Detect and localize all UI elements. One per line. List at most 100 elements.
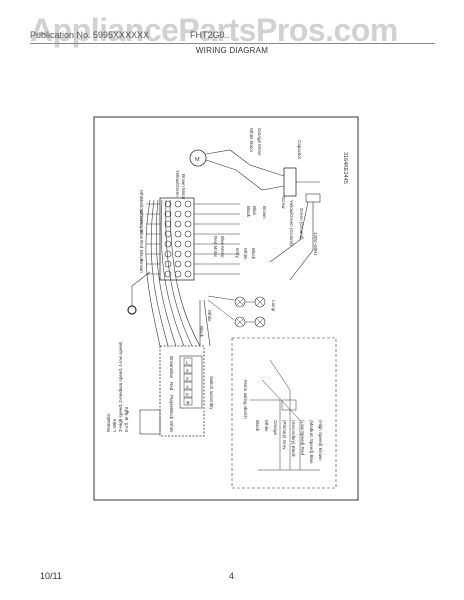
terminal-screw — [184, 220, 192, 228]
black-label: Black — [246, 206, 251, 218]
terminal-screw — [174, 210, 182, 218]
terminal-screw — [164, 250, 172, 258]
terminal-screw — [174, 240, 182, 248]
red-motor-label: Red Motor — [213, 236, 218, 258]
ivory-label: Ivory — [235, 248, 240, 259]
orange-motor-label: Orange Motor — [257, 128, 262, 156]
motor-sketch-title: Motor wiring sketch — [243, 380, 248, 419]
switch-terminal-label: 1 — [186, 384, 189, 389]
capacitor-label: Capacitor — [297, 140, 302, 160]
motor-sketch-label: (Secondary) Black — [291, 420, 296, 458]
terminal-screw — [164, 210, 172, 218]
lamp-label: Lamp — [271, 300, 276, 312]
switch-terminal — [183, 357, 193, 366]
blue-label: Blue — [252, 206, 257, 216]
terminal-screw — [174, 220, 182, 228]
motor-sketch-label: (High Speed) Brown — [318, 420, 323, 461]
terminal-screw — [184, 250, 192, 258]
switch-assembly-label: Switch assembly — [209, 376, 214, 410]
switch-wire-label: Red — [169, 382, 174, 391]
wire-color-label: Purple — [139, 220, 144, 234]
switch-terminal — [183, 365, 193, 374]
switch-terminal-label: 3 — [186, 368, 189, 373]
white-label: White — [243, 248, 248, 260]
wire-color-label: White — [139, 210, 144, 222]
capacitor-symbol — [283, 167, 297, 197]
switch-wire-label: Brown — [169, 356, 174, 369]
yellow-green-label: Yellow/Green — [175, 170, 180, 197]
motor-sketch-label: (Primary) Grey — [282, 420, 287, 450]
motor-sketch-label: Orange — [273, 420, 278, 436]
motor-sketch-label: (Medium Speed) Blue — [309, 420, 314, 464]
part-number: 3164KE2445 — [342, 152, 348, 184]
motor-sketch-label: (Low Speed) Red — [300, 420, 305, 456]
terminal-screw — [174, 250, 182, 258]
terminal-screw — [184, 210, 192, 218]
page-number: 4 — [229, 571, 235, 581]
terminal-screw — [164, 220, 172, 228]
white-2-label: White — [207, 310, 212, 322]
motor-symbol — [189, 149, 207, 167]
terminal-screw — [184, 240, 192, 248]
terminal-block — [159, 197, 195, 281]
switch-terminal — [183, 397, 193, 406]
switch-wire-label: White — [169, 421, 174, 433]
brown-motor-label: Brown Motor — [181, 174, 186, 200]
switch-terminal — [183, 389, 193, 398]
publication-number: Publication No. 5995XXXXXX — [30, 30, 150, 40]
wire-color-label: Brown — [139, 260, 144, 273]
motor-wiring-sketch: Motor wiring sketch Black White Orange (Pri… — [231, 337, 337, 489]
terminal-screw — [184, 270, 192, 278]
switch-terminal-label: L — [186, 360, 189, 365]
switch-terminal-label: 0 — [186, 392, 189, 397]
wire-color-label: Red — [139, 240, 144, 249]
green-ground-label: Green (Ground) — [299, 208, 304, 240]
motor-sketch-label: Black — [255, 420, 260, 432]
remarks: Remarks: L-Wire 3-High speed, 2-medium s… — [106, 341, 129, 432]
motor-sketch-label: White — [264, 420, 269, 432]
watermark: AppliancePartsPros.com — [30, 12, 398, 48]
terminal-screw — [164, 200, 172, 208]
yellow-green-ground-label: Yellow/Green (Ground) — [289, 200, 294, 246]
remarks-line-2: 3-High speed, 2-medium speed, 1-low spee… — [118, 341, 123, 432]
switch-terminal-label: 2 — [186, 376, 189, 381]
black-2-label: Black — [251, 248, 256, 260]
wire-color-label: Black — [139, 250, 144, 262]
white-motor-label: White Motor — [249, 128, 254, 153]
terminal-screw — [184, 230, 192, 238]
terminal-screw — [174, 260, 182, 268]
voltage-label: 120V~60Hz — [313, 232, 318, 256]
terminal-screw — [174, 200, 182, 208]
diagram-frame — [93, 116, 359, 501]
terminal-screw — [174, 230, 182, 238]
switch-terminal-label: ⊗ — [186, 400, 190, 405]
switch-wire-label: Black — [169, 408, 174, 420]
terminal-screw — [184, 200, 192, 208]
black-3-label: Black — [199, 326, 204, 338]
switch-wire-label: Blue — [169, 369, 174, 379]
model-number: FHT2G0.. — [190, 30, 230, 40]
remarks-title: Remarks: — [106, 413, 111, 432]
remarks-line-3: 0-off, ⊗-light — [124, 406, 129, 432]
lamp-group — [207, 295, 266, 328]
motor-label: M — [195, 157, 200, 163]
wire-color-label: Yellow/Green — [139, 200, 144, 227]
header-rule — [30, 43, 435, 44]
terminal-screw — [164, 240, 172, 248]
switch-terminal — [183, 373, 193, 382]
screw-terminal — [127, 305, 137, 315]
switch-terminal — [183, 381, 193, 390]
screw-label: Screw — [281, 196, 286, 209]
wire-color-label: Blue — [139, 230, 144, 240]
wire-color-label: White — [139, 190, 144, 202]
switch-wire-label: Purple — [169, 395, 174, 409]
blue-motor-label: Blue Motor — [220, 236, 225, 258]
remarks-line-1: L-Wire — [112, 418, 117, 432]
brown-label: Brown — [262, 206, 267, 219]
terminal-screw — [184, 260, 192, 268]
page-title: WIRING DIAGRAM — [195, 46, 269, 55]
footer-date: 10/11 — [40, 571, 62, 581]
terminal-screw — [164, 270, 172, 278]
